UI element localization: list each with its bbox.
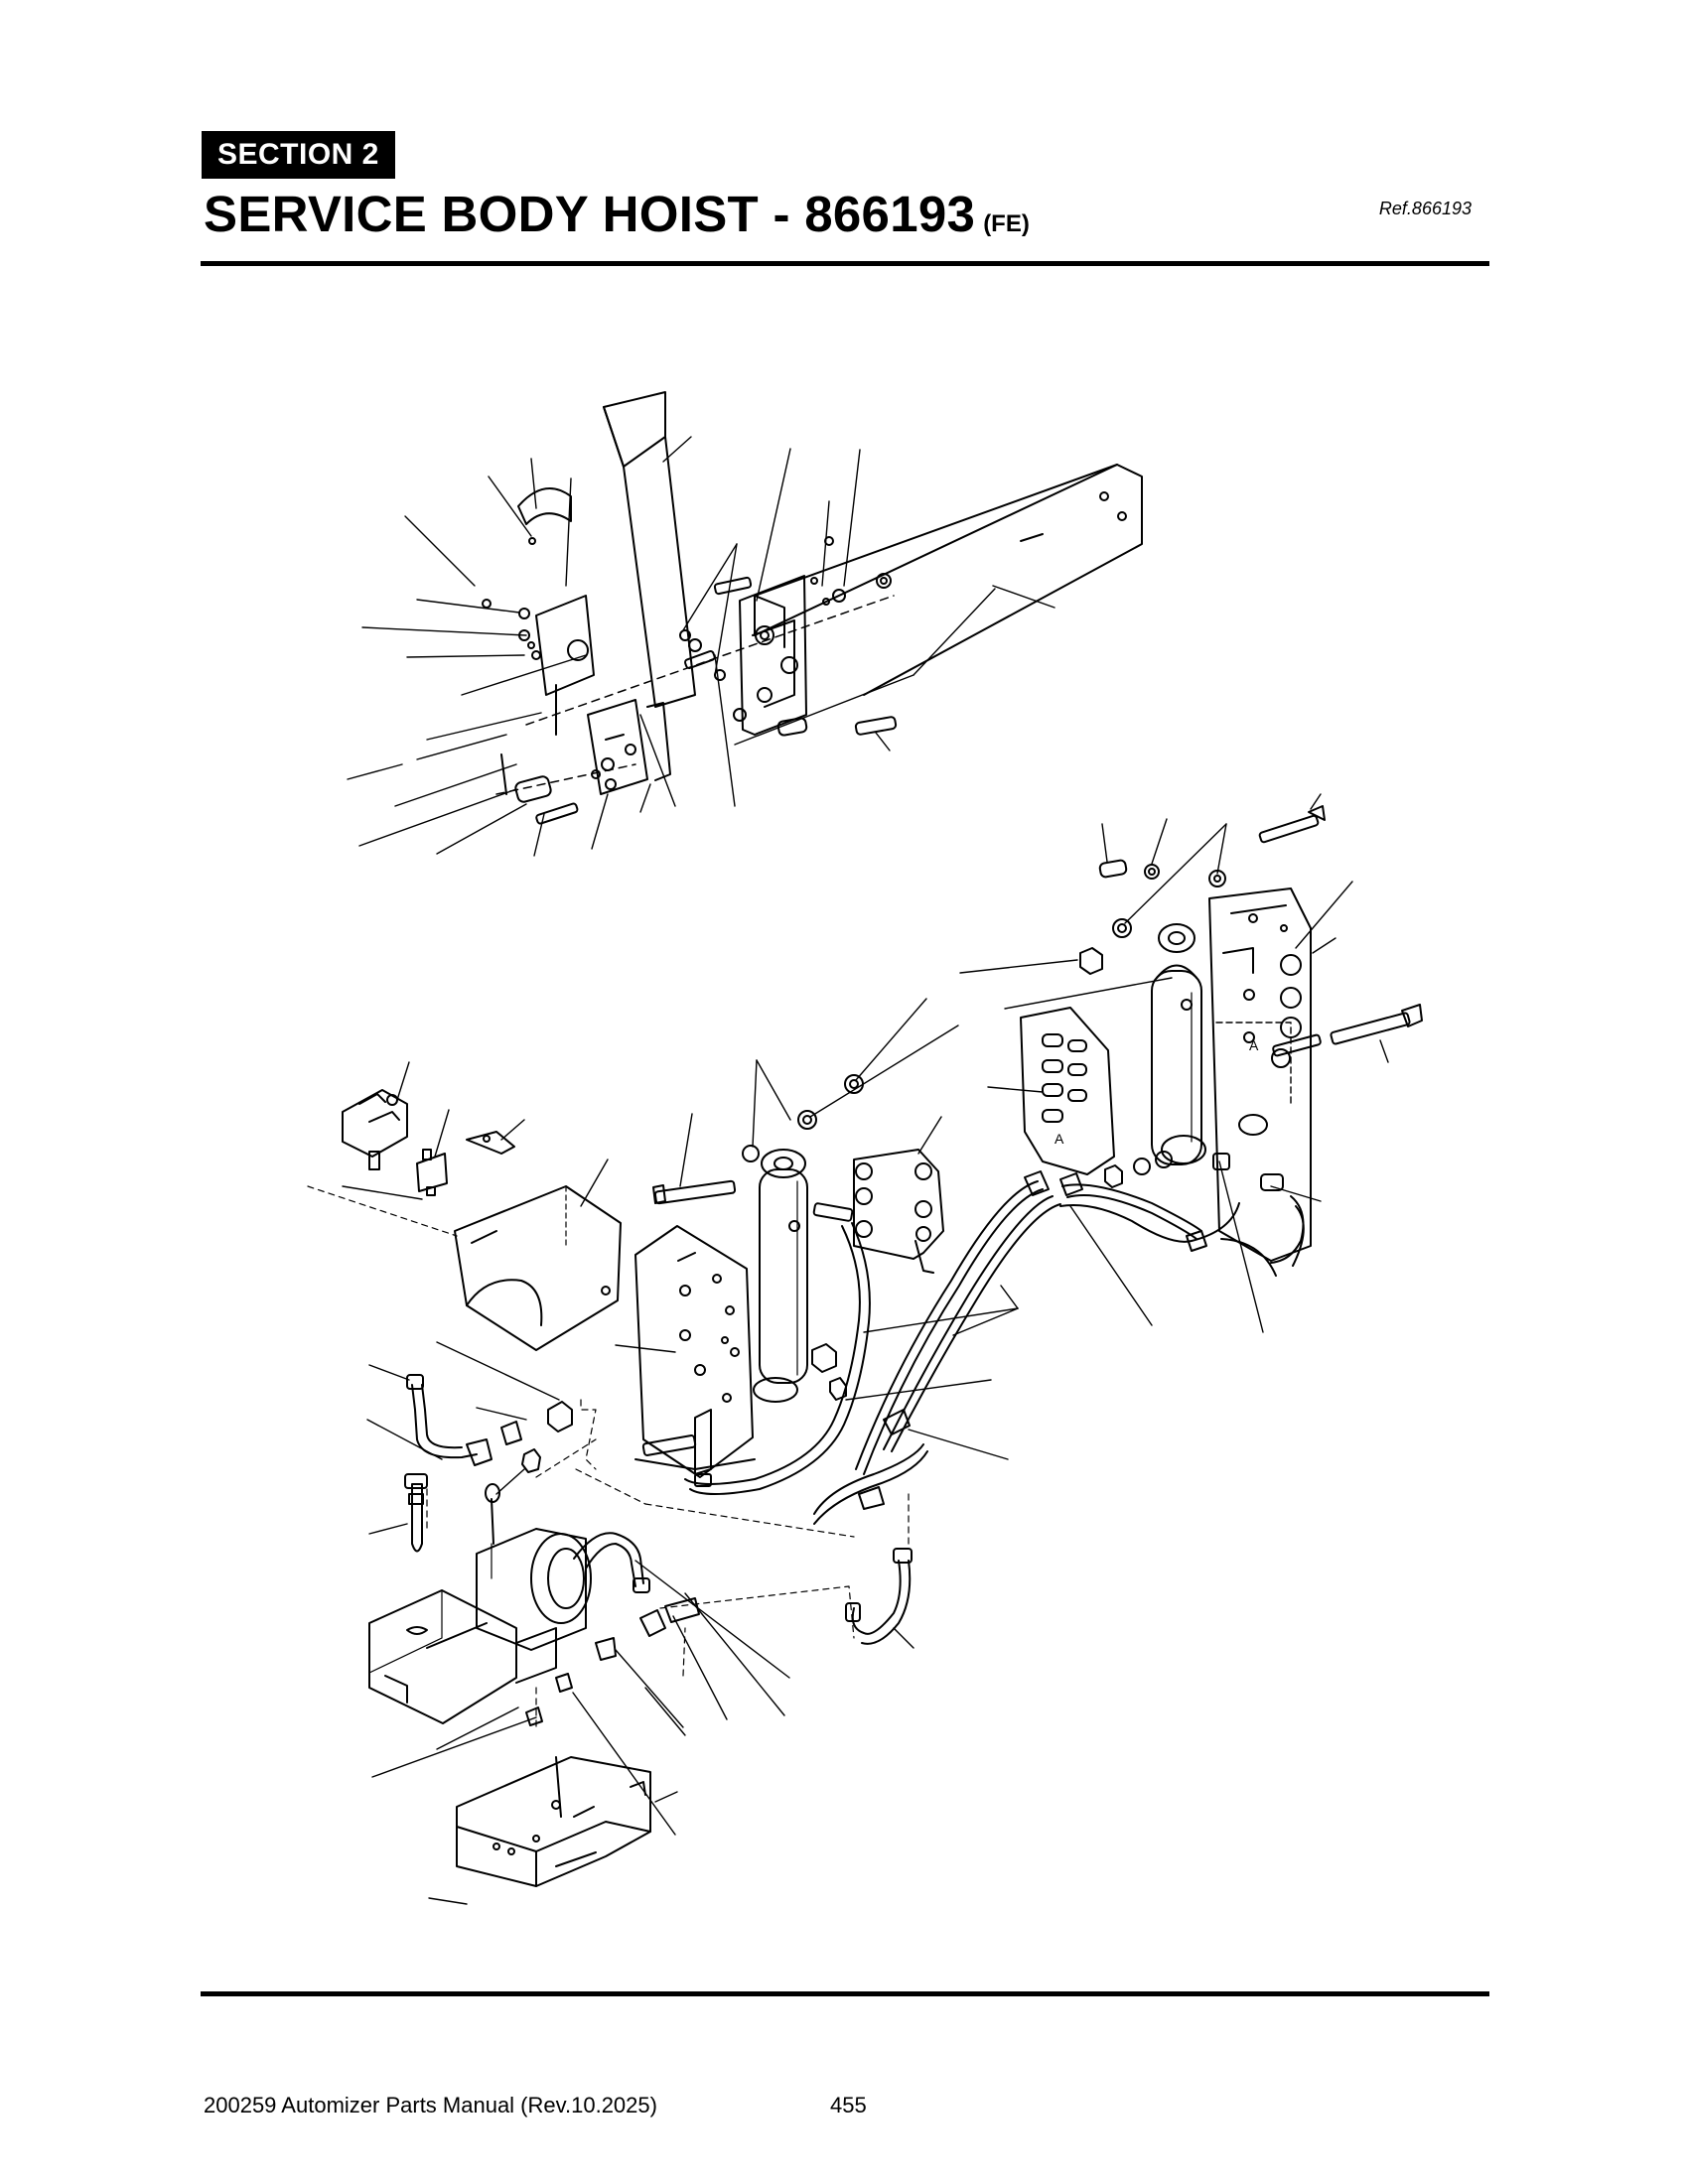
- right-cylinder-assembly: A A: [1020, 805, 1423, 1262]
- section-label: SECTION 2: [202, 131, 395, 179]
- leader-lines-right: [959, 793, 1389, 1333]
- panel-letter-a-right: A: [1249, 1037, 1259, 1053]
- center-cylinder-assembly: [634, 1074, 944, 1487]
- hydraulic-hoses: [684, 1170, 1305, 1645]
- footer-divider: [201, 1991, 1489, 1996]
- title-suffix: (FE): [983, 210, 1030, 237]
- leader-lines-lower: [371, 1560, 790, 1905]
- manual-title: 200259 Automizer Parts Manual (Rev.10.20…: [204, 2093, 657, 2117]
- pump-reservoir-assembly: [368, 1374, 700, 1887]
- panel-letter-a: A: [1055, 1131, 1064, 1147]
- page-title: SERVICE BODY HOIST - 866193: [204, 186, 976, 242]
- page-number: 455: [830, 2093, 867, 2117]
- leader-lines-hoses: [845, 1205, 1153, 1649]
- control-valve-cover-assembly: [307, 1089, 910, 1728]
- upper-pivot-assembly: [482, 391, 1143, 825]
- leader-lines-left: [342, 1061, 609, 1535]
- reference-number: Ref.866193: [1378, 199, 1472, 218]
- title-row: SERVICE BODY HOIST - 866193 (FE): [204, 185, 1030, 243]
- header-divider: [201, 261, 1489, 266]
- leader-lines-upper: [347, 436, 1055, 857]
- leader-lines-center: [615, 998, 959, 1353]
